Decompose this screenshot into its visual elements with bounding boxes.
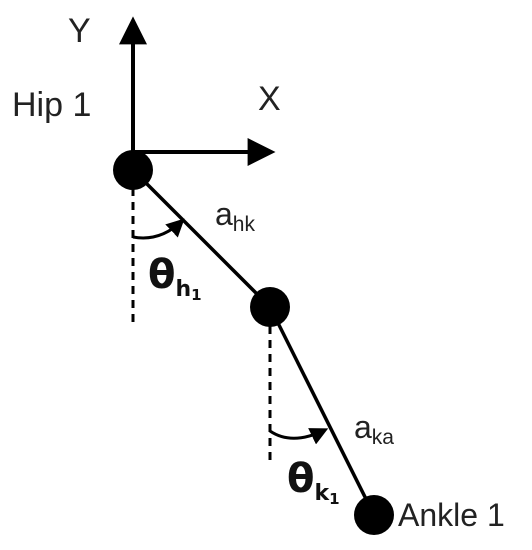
knee-angle-label: θk1 <box>287 456 340 508</box>
link-hk-subscript: hk <box>233 213 256 236</box>
hip-angle-subsubscript: 1 <box>191 286 201 304</box>
ankle-label: Ankle 1 <box>398 497 505 533</box>
hip-joint <box>113 150 153 190</box>
knee-angle-subsubscript: 1 <box>329 490 339 508</box>
knee-angle-symbol: θ <box>287 456 314 502</box>
link-hk-label: ahk <box>215 196 255 236</box>
thigh-link <box>131 168 272 309</box>
hip-angle-label: θh1 <box>148 252 202 304</box>
shank-link <box>268 306 376 516</box>
link-ka-subscript: ka <box>372 426 395 449</box>
y-axis-label: Y <box>68 12 91 50</box>
knee-angle-arc <box>269 428 329 445</box>
knee-angle-subscript: k <box>314 481 330 506</box>
link-ka-label: aka <box>354 409 394 449</box>
hip-angle-symbol: θ <box>148 252 175 298</box>
hip-angle-subscript: h <box>175 277 191 302</box>
link-hk-base: a <box>215 196 233 232</box>
knee-joint <box>250 287 290 327</box>
x-axis-label: X <box>258 80 281 118</box>
link-ka-base: a <box>354 409 372 445</box>
ankle-joint <box>354 495 394 535</box>
hip-label: Hip 1 <box>12 86 91 124</box>
hip-angle-arc <box>132 218 185 240</box>
